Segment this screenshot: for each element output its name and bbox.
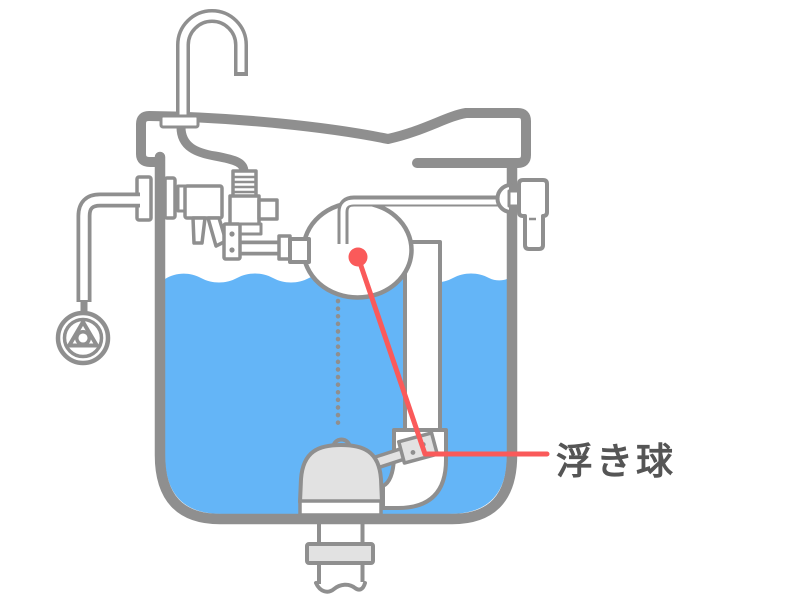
flush-lever-handle: [495, 178, 549, 251]
pipe-break-line: [314, 581, 367, 594]
leader-dot: [348, 247, 368, 267]
arm-link-bracket: [222, 222, 242, 261]
refill-nozzle-left: [191, 216, 207, 245]
spout-flange: [159, 114, 200, 129]
refill-hose: [176, 126, 249, 173]
flapper-valve: [298, 431, 440, 517]
shutoff-valve-handwheel: [55, 310, 111, 366]
pilot-valve-body: [228, 194, 261, 228]
lever-rod: [337, 195, 501, 247]
tank-body: [154, 151, 518, 525]
leader-line: [348, 247, 550, 457]
outlet-pipe: [305, 523, 375, 594]
fill-valve: [135, 169, 279, 248]
flapper-base: [298, 499, 383, 517]
supply-pipe: [76, 192, 142, 315]
flapper-dome: [298, 443, 384, 504]
fill-valve-body: [183, 184, 224, 220]
float-ball-label: 浮き球: [556, 441, 676, 482]
hand-wash-spout: [159, 9, 248, 129]
tank-lid: [136, 108, 531, 168]
float-ball-hub: [288, 237, 311, 264]
